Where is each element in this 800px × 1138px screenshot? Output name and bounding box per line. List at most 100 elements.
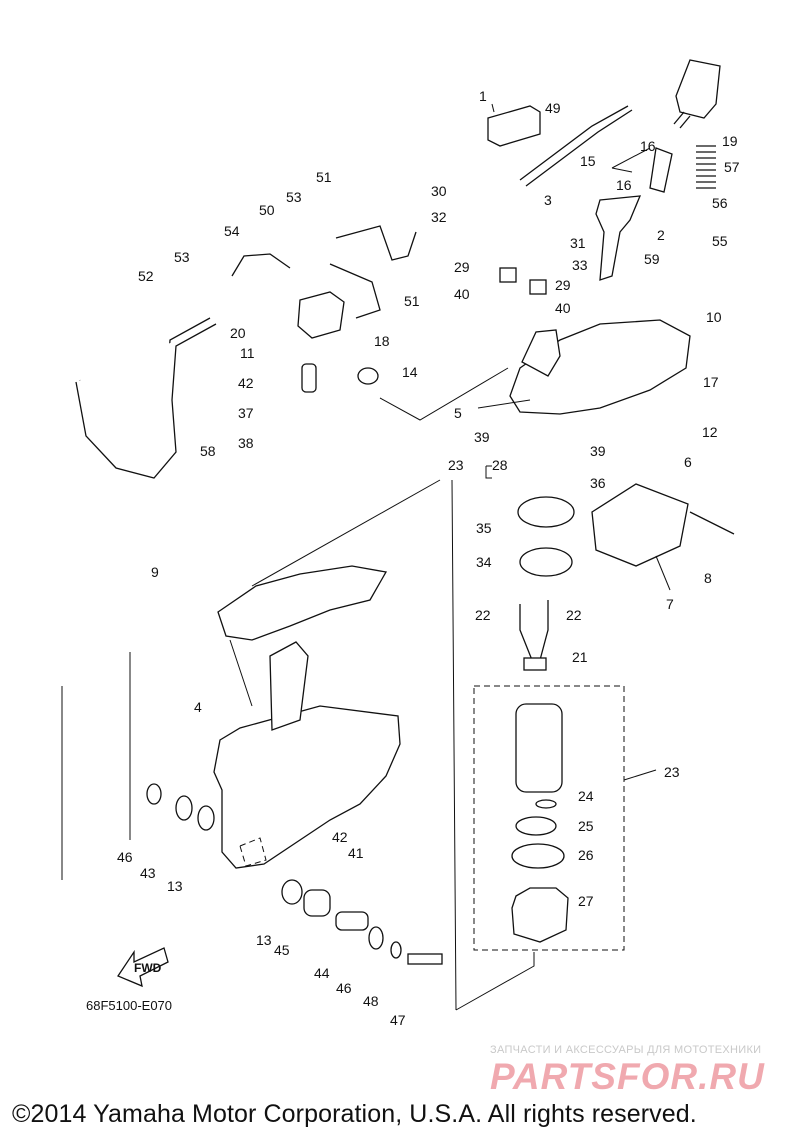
callout-label: 30 bbox=[431, 183, 447, 199]
part-pump-body bbox=[297, 291, 345, 339]
callout-label: 43 bbox=[140, 865, 156, 881]
part-seal-43 bbox=[175, 795, 193, 821]
part-fuel-pump bbox=[515, 703, 563, 793]
callout-label: 15 bbox=[580, 153, 596, 169]
callout-label: 16 bbox=[640, 138, 656, 154]
part-pump-washer bbox=[535, 799, 557, 809]
callout-label: 51 bbox=[316, 169, 332, 185]
callout-label: 34 bbox=[476, 554, 492, 570]
callout-label: 16 bbox=[616, 177, 632, 193]
part-washer-46 bbox=[146, 783, 162, 805]
part-spring bbox=[696, 145, 716, 189]
copyright-notice: ©2014 Yamaha Motor Corporation, U.S.A. A… bbox=[12, 1100, 697, 1128]
callout-label: 13 bbox=[167, 878, 183, 894]
callout-label: 29 bbox=[555, 277, 571, 293]
callout-label: 29 bbox=[454, 259, 470, 275]
callout-label: 46 bbox=[117, 849, 133, 865]
callout-label: 1 bbox=[479, 88, 487, 104]
callout-label: 22 bbox=[566, 607, 582, 623]
callout-label: 17 bbox=[703, 374, 719, 390]
callout-label: 45 bbox=[274, 942, 290, 958]
callout-label: 23 bbox=[664, 764, 680, 780]
callout-label: 35 bbox=[476, 520, 492, 536]
part-hose-long-2 bbox=[75, 323, 217, 479]
part-seal-13 bbox=[197, 805, 215, 831]
callout-label: 23 bbox=[448, 457, 464, 473]
part-control-box bbox=[591, 483, 689, 567]
callout-label: 51 bbox=[404, 293, 420, 309]
part-nipple bbox=[301, 363, 317, 393]
diagram-code: 68F5100-E070 bbox=[86, 998, 173, 1013]
callout-label: 11 bbox=[240, 345, 255, 361]
part-separator-neck bbox=[521, 329, 561, 377]
callout-label: 10 bbox=[706, 309, 722, 325]
callout-label: 9 bbox=[151, 564, 159, 580]
callout-label: 57 bbox=[724, 159, 740, 175]
callout-label: 25 bbox=[578, 818, 594, 834]
part-pump-ring bbox=[515, 816, 557, 836]
wire-lead bbox=[519, 105, 629, 181]
callout-label: 59 bbox=[644, 251, 660, 267]
callout-label: 12 bbox=[702, 424, 718, 440]
part-bolt-47 bbox=[407, 953, 443, 965]
part-pump-strainer bbox=[511, 887, 569, 943]
watermark-brand: PARTSFOR.RU bbox=[490, 1056, 765, 1097]
part-hose-51b bbox=[329, 263, 381, 319]
callout-label: 46 bbox=[336, 980, 352, 996]
watermark-tagline: ЗАПЧАСТИ И АКСЕССУАРЫ ДЛЯ МОТОТЕХНИКИ bbox=[490, 1044, 762, 1056]
callout-label: 22 bbox=[475, 607, 491, 623]
part-collar-44 bbox=[335, 911, 369, 931]
callout-label: 40 bbox=[555, 300, 571, 316]
callout-label: 39 bbox=[474, 429, 490, 445]
part-retainer bbox=[519, 547, 573, 577]
fwd-label: FWD bbox=[134, 961, 162, 975]
callout-label: 27 bbox=[578, 893, 594, 909]
callout-labels: 1 2 3 4 5 6 7 8 9 10 11 12 13 13 14 15 1… bbox=[117, 88, 740, 1028]
callout-label: 58 bbox=[200, 443, 216, 459]
callout-label: 37 bbox=[238, 405, 254, 421]
callout-label: 8 bbox=[704, 570, 712, 586]
callout-label: 33 bbox=[572, 257, 588, 273]
callout-label: 3 bbox=[544, 192, 552, 208]
callout-label: 38 bbox=[238, 435, 254, 451]
part-hose-50 bbox=[231, 253, 291, 277]
filter-nozzle bbox=[673, 111, 691, 129]
callout-label: 39 bbox=[590, 443, 606, 459]
part-harness bbox=[519, 600, 549, 661]
callout-label: 4 bbox=[194, 699, 202, 715]
callout-label: 32 bbox=[431, 209, 447, 225]
callout-label: 41 bbox=[348, 845, 364, 861]
callout-label: 28 bbox=[492, 457, 508, 473]
callout-label: 42 bbox=[332, 829, 348, 845]
callout-label: 47 bbox=[390, 1012, 406, 1028]
part-seal-45 bbox=[281, 879, 303, 905]
callout-label: 53 bbox=[174, 249, 190, 265]
callout-label: 42 bbox=[238, 375, 254, 391]
callout-label: 49 bbox=[545, 100, 561, 116]
callout-label: 54 bbox=[224, 223, 240, 239]
callout-label: 14 bbox=[402, 364, 418, 380]
part-pin bbox=[689, 511, 735, 535]
part-bracket bbox=[595, 195, 642, 281]
leader-lines bbox=[61, 103, 671, 1011]
callout-label: 13 bbox=[256, 932, 272, 948]
callout-label: 18 bbox=[374, 333, 390, 349]
part-hose-51 bbox=[335, 225, 417, 261]
callout-label: 24 bbox=[578, 788, 594, 804]
part-connector-2 bbox=[529, 279, 547, 295]
part-float-chamber bbox=[213, 705, 401, 869]
callout-label: 21 bbox=[572, 649, 588, 665]
callout-label: 20 bbox=[230, 325, 246, 341]
callout-label: 2 bbox=[657, 227, 665, 243]
part-pump-collar bbox=[511, 843, 565, 869]
callout-label: 44 bbox=[314, 965, 330, 981]
callout-label: 31 bbox=[570, 235, 586, 251]
part-hose-short bbox=[649, 147, 673, 193]
callout-label: 7 bbox=[666, 596, 674, 612]
part-fuel-filter bbox=[675, 59, 721, 119]
callout-label: 36 bbox=[590, 475, 606, 491]
callout-label: 40 bbox=[454, 286, 470, 302]
callout-label: 52 bbox=[138, 268, 154, 284]
callout-label: 56 bbox=[712, 195, 728, 211]
